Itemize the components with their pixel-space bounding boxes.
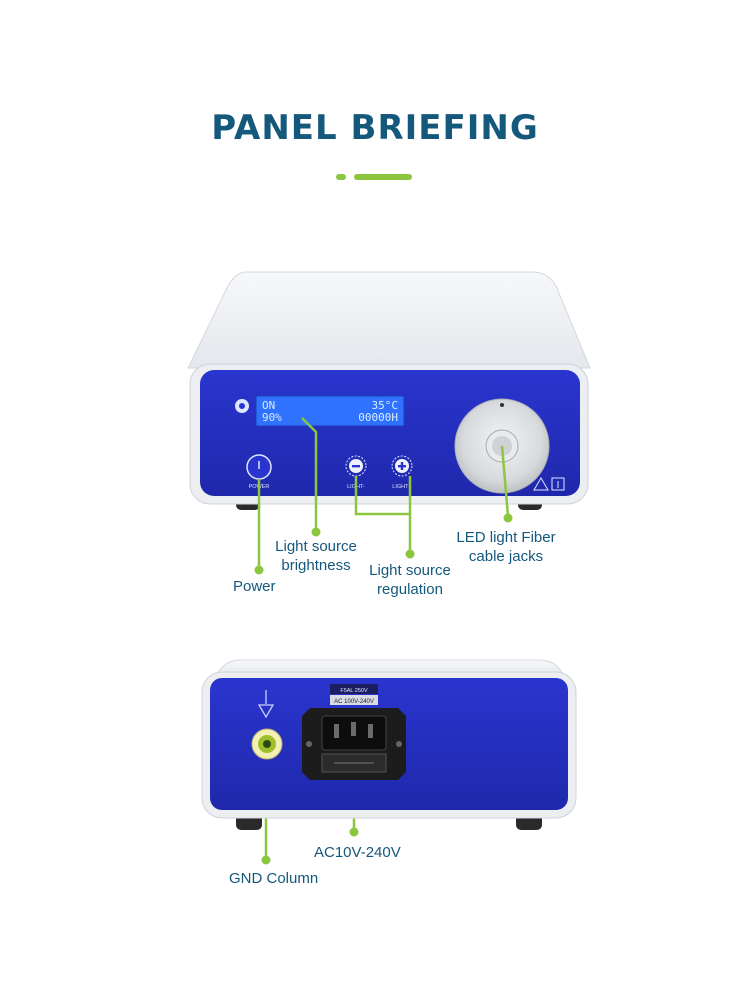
voltage-label-plate (330, 695, 378, 705)
callout-power-text: Power (233, 578, 276, 595)
light-plus-label: LIGHT+ (392, 484, 411, 490)
callout-led-jack: LED light Fiber cable jacks (450, 528, 562, 566)
lcd-temperature: 35°C (372, 399, 399, 412)
fuse-label-plate (330, 684, 378, 694)
title-accent-bar (354, 174, 412, 180)
callout-ac-text: AC10V-240V (314, 844, 401, 861)
lcd-display (255, 395, 405, 427)
minus-icon (352, 465, 360, 468)
voltage-label: AC 100V-240V (334, 699, 374, 705)
lcd-status: ON (262, 399, 275, 412)
callout-ac: AC10V-240V (314, 843, 401, 862)
callout-regulation-line1: Light source (369, 562, 451, 579)
callout-regulation-line2: regulation (377, 581, 443, 598)
lcd-hours: 00000H (358, 411, 398, 424)
callout-led-line1: LED light Fiber (456, 529, 556, 546)
callout-brightness-line1: Light source (275, 538, 357, 555)
callout-brightness-line2: brightness (281, 557, 351, 574)
lcd-brightness: 90% (262, 411, 282, 424)
callout-gnd: GND Column (229, 869, 318, 888)
callout-gnd-text: GND Column (229, 870, 319, 887)
callout-power: Power (233, 577, 276, 596)
callout-led-line2: cable jacks (468, 548, 544, 565)
front-device: ON 35°C 90% 00000H POWER LIGHT- LIGHT+ (187, 271, 591, 510)
gnd-terminal[interactable] (251, 728, 283, 760)
front-housing-top (187, 271, 591, 369)
fuse-label: F5AL 250V (340, 688, 368, 694)
title-accent-dot (336, 174, 346, 180)
ac-power-socket[interactable] (302, 708, 406, 780)
warning-icon (533, 477, 565, 491)
callout-brightness: Light source brightness (268, 537, 364, 575)
callout-regulation: Light source regulation (362, 561, 458, 599)
page-title: PANEL BRIEFING (211, 108, 539, 148)
ground-icon (257, 690, 275, 719)
back-device: F5AL 250V AC 100V-240V (201, 659, 577, 830)
light-plus-button[interactable] (391, 455, 413, 477)
power-button[interactable] (246, 454, 272, 480)
callout-dots (254, 513, 513, 865)
